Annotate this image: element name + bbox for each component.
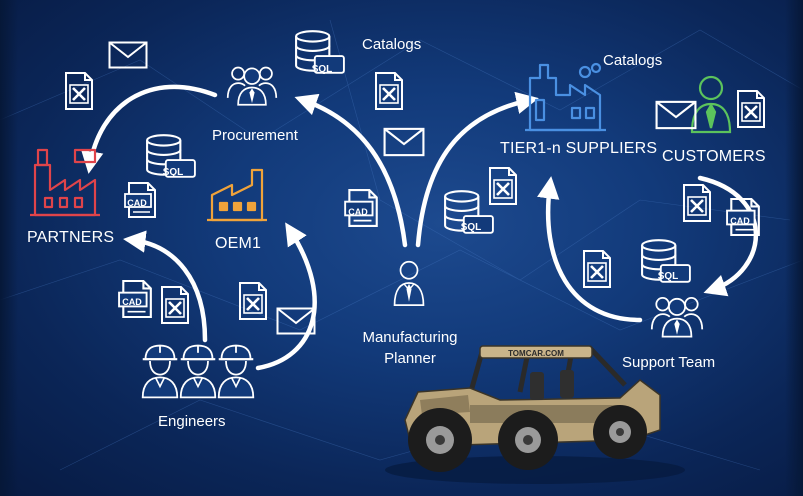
data-icons bbox=[64, 30, 766, 335]
suppliers-plant-icon bbox=[525, 62, 606, 132]
customers-label: CUSTOMERS bbox=[662, 148, 766, 165]
arrow-support-to-suppliers bbox=[537, 176, 643, 323]
arrow-planner-to-procurement bbox=[294, 93, 408, 248]
arrow-planner-to-suppliers bbox=[415, 91, 539, 248]
planner-person-icon bbox=[393, 260, 425, 307]
sql-tag: SQL bbox=[312, 64, 333, 75]
arrow-procurement-to-partners bbox=[81, 84, 218, 174]
vehicle-brand-text: TOMCAR.COM bbox=[508, 349, 564, 358]
support-team-label: Support Team bbox=[622, 354, 716, 371]
partners-factory-icon bbox=[30, 148, 100, 217]
file-tags: SQL SQL SQL SQL CAD CAD CAD CAD bbox=[122, 64, 750, 307]
utv-vehicle-image: TOMCAR.COM bbox=[385, 345, 685, 484]
sql-tag: SQL bbox=[163, 167, 184, 178]
cad-tag: CAD bbox=[730, 216, 750, 226]
envelope-icon bbox=[108, 41, 148, 69]
excel-file-icon bbox=[160, 285, 190, 325]
envelope-icon bbox=[383, 127, 425, 157]
customer-person-icon bbox=[690, 75, 732, 134]
cad-tag: CAD bbox=[122, 297, 142, 307]
engineers-label: Engineers bbox=[158, 413, 226, 430]
excel-file-icon bbox=[64, 71, 94, 111]
sql-tag: SQL bbox=[658, 271, 679, 282]
arrow-engineers-to-oem bbox=[255, 222, 317, 371]
oem-label: OEM1 bbox=[215, 235, 262, 252]
arrow-customers-to-support bbox=[697, 175, 759, 297]
excel-file-icon bbox=[582, 249, 612, 289]
right-edge-shade bbox=[785, 0, 803, 496]
sql-tag: SQL bbox=[461, 222, 482, 233]
cad-tag: CAD bbox=[348, 207, 368, 217]
procurement-label: Procurement bbox=[212, 127, 298, 144]
excel-file-icon bbox=[682, 183, 712, 223]
oem-factory-icon bbox=[207, 168, 267, 222]
cad-tag: CAD bbox=[127, 198, 147, 208]
engineers-icon bbox=[141, 344, 255, 399]
excel-file-icon bbox=[488, 166, 518, 206]
procurement-group-icon bbox=[226, 66, 278, 106]
partners-label: PARTNERS bbox=[27, 229, 115, 246]
flow-arrows bbox=[81, 84, 759, 371]
excel-file-icon bbox=[238, 281, 268, 321]
planner-label-line2: Planner bbox=[384, 350, 436, 367]
envelope-icon bbox=[655, 100, 697, 130]
excel-file-icon bbox=[374, 71, 404, 111]
arrow-engineers-to-partners bbox=[123, 230, 208, 343]
catalogs-label-right: Catalogs bbox=[603, 52, 663, 69]
excel-file-icon bbox=[736, 89, 766, 129]
catalogs-label-left: Catalogs bbox=[362, 36, 422, 53]
support-team-group-icon bbox=[650, 296, 704, 338]
suppliers-label: TIER1-n SUPPLIERS bbox=[500, 140, 658, 157]
planner-label-line1: Manufacturing bbox=[362, 329, 458, 346]
left-edge-shade bbox=[0, 0, 18, 496]
